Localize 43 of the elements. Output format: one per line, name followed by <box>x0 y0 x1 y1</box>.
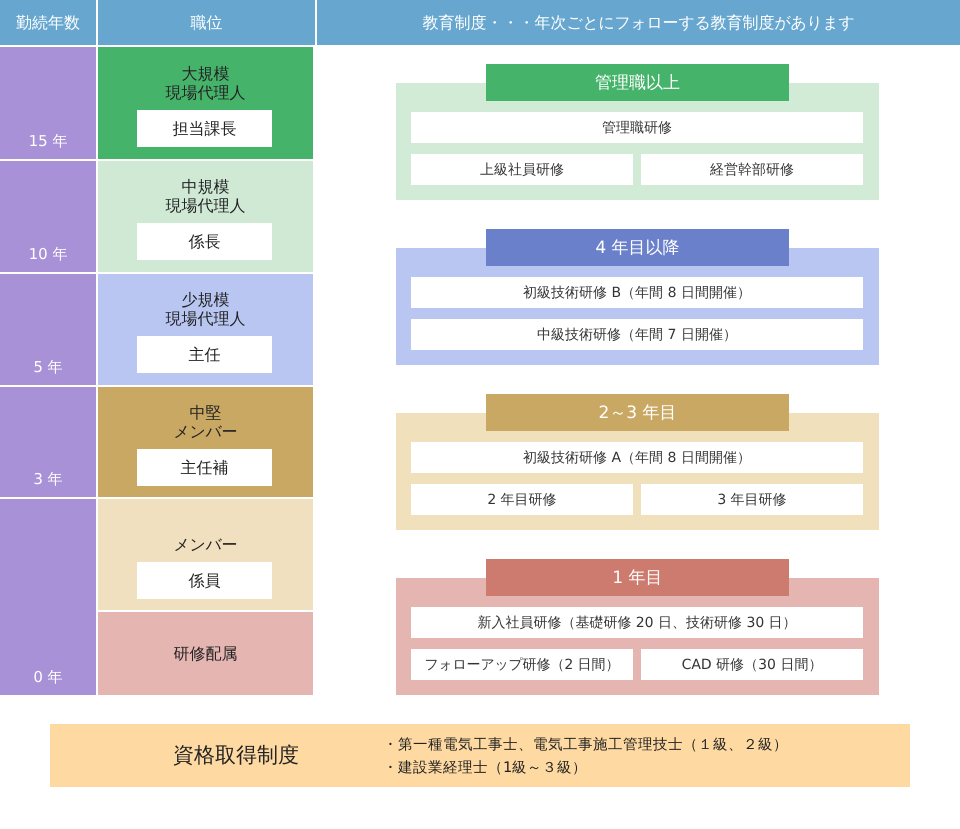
header-cell: 勤続年数 <box>0 0 96 45</box>
course-box: 初級技術研修 B（年間 8 日間開催） <box>411 277 863 308</box>
header-cell: 職位 <box>98 0 315 45</box>
job-title-box: 主任 <box>137 336 272 373</box>
year-cell: 0 年 <box>0 499 96 695</box>
qualification-banner <box>50 724 910 787</box>
job-title-box: 主任補 <box>137 449 272 486</box>
job-title-box: 担当課長 <box>137 110 272 147</box>
level-tab: 1 年目 <box>486 559 789 596</box>
position-cell <box>98 47 313 159</box>
position-title: 少規模現場代理人 <box>166 290 246 328</box>
course-box: 経営幹部研修 <box>641 154 863 185</box>
position-cell <box>98 387 313 497</box>
position-cell <box>98 274 313 385</box>
position-cell <box>98 499 313 610</box>
course-box: 中級技術研修（年間 7 日開催） <box>411 319 863 350</box>
position-title: 中堅メンバー <box>174 403 238 441</box>
course-box: 2 年目研修 <box>411 484 633 515</box>
year-cell: 3 年 <box>0 387 96 497</box>
level-tab: 管理職以上 <box>486 64 789 101</box>
qualification-item: ・建設業経理士（1級～３級） <box>383 759 588 778</box>
course-box: 3 年目研修 <box>641 484 863 515</box>
qualification-item: ・第一種電気工事士、電気工事施工管理技士（１級、２級） <box>383 736 788 755</box>
header-cell: 教育制度・・・年次ごとにフォローする教育制度があります <box>317 0 960 45</box>
job-title-box: 係長 <box>137 223 272 260</box>
level-tab: 4 年目以降 <box>486 229 789 266</box>
position-cell: 研修配属 <box>98 612 313 695</box>
qualification-heading: 資格取得制度 <box>173 742 299 768</box>
position-cell <box>98 161 313 272</box>
course-box: 管理職研修 <box>411 112 863 143</box>
course-box: 新入社員研修（基礎研修 20 日、技術研修 30 日） <box>411 607 863 638</box>
level-tab: 2～3 年目 <box>486 394 789 431</box>
position-title: メンバー <box>174 535 238 554</box>
course-box: CAD 研修（30 日間） <box>641 649 863 680</box>
position-title: 大規模現場代理人 <box>166 64 246 102</box>
course-box: 上級社員研修 <box>411 154 633 185</box>
year-cell: 10 年 <box>0 161 96 272</box>
position-title: 中規模現場代理人 <box>166 177 246 215</box>
course-box: フォローアップ研修（2 日間） <box>411 649 633 680</box>
job-title-box: 係員 <box>137 562 272 599</box>
year-cell: 15 年 <box>0 47 96 159</box>
year-cell: 5 年 <box>0 274 96 385</box>
course-box: 初級技術研修 A（年間 8 日間開催） <box>411 442 863 473</box>
